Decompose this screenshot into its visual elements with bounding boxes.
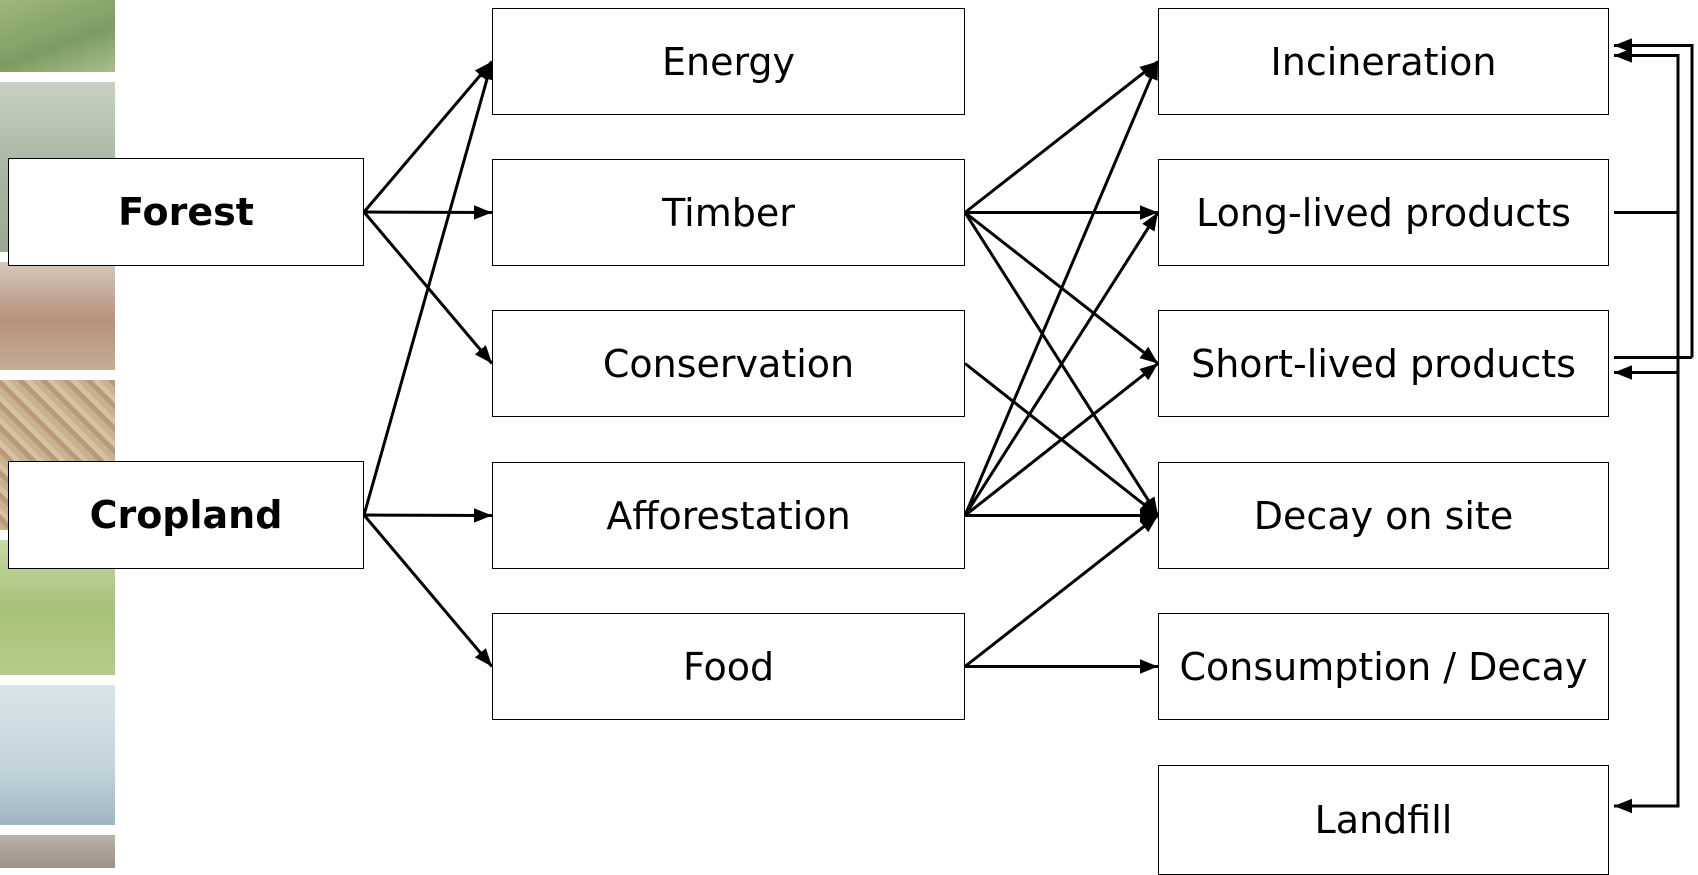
sawmill-photo-icon	[0, 262, 115, 370]
flow-arrow-forest-to-conservation	[362, 211, 494, 365]
node-conservation: Conservation	[492, 310, 965, 417]
node-cropland: Cropland	[8, 461, 364, 569]
node-cropland-label: Cropland	[89, 493, 283, 537]
flow-arrow-cropland-to-energy	[362, 61, 495, 516]
node-energy-label: Energy	[661, 39, 796, 84]
node-food-label: Food	[682, 644, 775, 689]
node-energy: Energy	[492, 8, 965, 115]
flow-arrow-afforestation-to-long_lived	[963, 211, 1160, 517]
node-landfill: Landfill	[1158, 765, 1609, 875]
node-conservation-label: Conservation	[602, 341, 855, 386]
node-incineration: Incineration	[1158, 8, 1609, 115]
industry-photo-icon	[0, 685, 115, 825]
node-consumption-decay: Consumption / Decay	[1158, 613, 1609, 720]
node-incineration-label: Incineration	[1270, 39, 1497, 84]
node-decay-on-site: Decay on site	[1158, 462, 1609, 569]
node-long-lived-products-label: Long-lived products	[1196, 190, 1571, 235]
node-food: Food	[492, 613, 965, 720]
node-long-lived-products: Long-lived products	[1158, 159, 1609, 266]
flow-arrow-forest-to-energy	[362, 60, 494, 213]
flow-arrow-conservation-to-decay_site	[964, 362, 1159, 517]
node-afforestation: Afforestation	[492, 462, 965, 569]
node-timber-label: Timber	[662, 190, 795, 235]
landfill-photo-icon	[0, 835, 115, 868]
node-forest-label: Forest	[118, 190, 254, 234]
forest-photo-icon	[0, 0, 115, 72]
flow-arrow-timber-to-decay_site	[963, 211, 1160, 517]
node-decay-on-site-label: Decay on site	[1253, 493, 1514, 538]
recycle-to-landfill	[1614, 372, 1680, 814]
flow-arrow-timber-to-short_lived	[964, 211, 1159, 365]
recycle-to-incineration-b	[1614, 38, 1694, 358]
photo-strip	[0, 0, 115, 868]
flow-arrow-cropland-to-food	[362, 514, 494, 668]
recycle-to-incineration-a	[1614, 48, 1680, 213]
node-afforestation-label: Afforestation	[606, 493, 851, 538]
node-forest: Forest	[8, 158, 364, 266]
node-short-lived-products-label: Short-lived products	[1191, 341, 1576, 386]
flow-arrow-afforestation-to-incineration	[963, 60, 1160, 517]
node-consumption-decay-label: Consumption / Decay	[1179, 644, 1588, 689]
flow-arrow-forest-to-timber	[363, 205, 493, 220]
flow-arrow-cropland-to-afforestation	[363, 508, 493, 523]
node-landfill-label: Landfill	[1314, 798, 1453, 842]
node-short-lived-products: Short-lived products	[1158, 310, 1609, 417]
node-timber: Timber	[492, 159, 965, 266]
flow-arrow-timber-to-incineration	[964, 60, 1159, 214]
flow-arrow-food-to-decay_site	[964, 514, 1159, 668]
flow-arrow-afforestation-to-short_lived	[964, 362, 1159, 517]
recycle-to-short-lived	[1614, 212, 1680, 380]
